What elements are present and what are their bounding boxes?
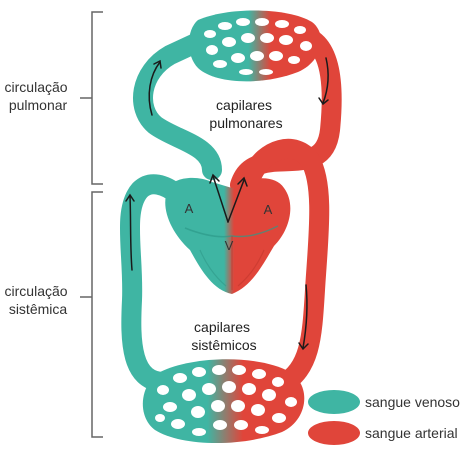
pulmonary-capillary-bed <box>189 10 321 82</box>
pulmonary-circulation-label: circulação pulmonar <box>5 79 72 113</box>
arrow-down-to-body <box>298 284 309 351</box>
pulmonary-artery <box>133 32 222 180</box>
pulmonary-bracket <box>80 11 103 185</box>
arrow-up-to-lungs <box>148 59 162 116</box>
arrow-heart-right <box>227 176 248 223</box>
legend: sangue venoso sangue arterial <box>308 390 460 445</box>
systemic-circulation-label-line1: circulação <box>5 283 68 299</box>
arrow-up-to-heart <box>125 193 135 271</box>
systemic-capillaries-label: capilares sistêmicos <box>191 319 256 353</box>
systemic-circulation-label-line2: sistêmica <box>9 301 68 317</box>
atrium-label-venous: A <box>185 201 194 216</box>
pulmonary-capillaries-label-line2: pulmonares <box>209 115 282 131</box>
systemic-circulation-label: circulação sistêmica <box>5 283 72 317</box>
atrium-label-arterial: A <box>264 202 273 217</box>
legend-swatch-arterial <box>308 421 360 445</box>
heart <box>165 177 291 294</box>
pulmonary-circulation-label-line1: circulação <box>5 79 68 95</box>
arrow-heart-left <box>209 173 229 223</box>
pulmonary-capillaries-label: capilares pulmonares <box>209 97 282 131</box>
aorta <box>242 138 330 395</box>
arrow-down-from-lungs <box>318 57 329 106</box>
systemic-capillary-bed <box>142 359 305 444</box>
systemic-bracket <box>80 191 103 438</box>
legend-swatch-venous <box>308 390 360 414</box>
systemic-capillaries-label-line2: sistêmicos <box>191 337 256 353</box>
flow-arrows <box>125 57 329 351</box>
ventricle-label: V <box>225 238 234 253</box>
legend-label-venous: sangue venoso <box>365 394 460 410</box>
systemic-capillaries-label-line1: capilares <box>194 319 250 335</box>
pulmonary-circulation-label-line2: pulmonar <box>9 97 68 113</box>
legend-label-arterial: sangue arterial <box>365 425 458 441</box>
pulmonary-capillaries-label-line1: capilares <box>216 97 272 113</box>
